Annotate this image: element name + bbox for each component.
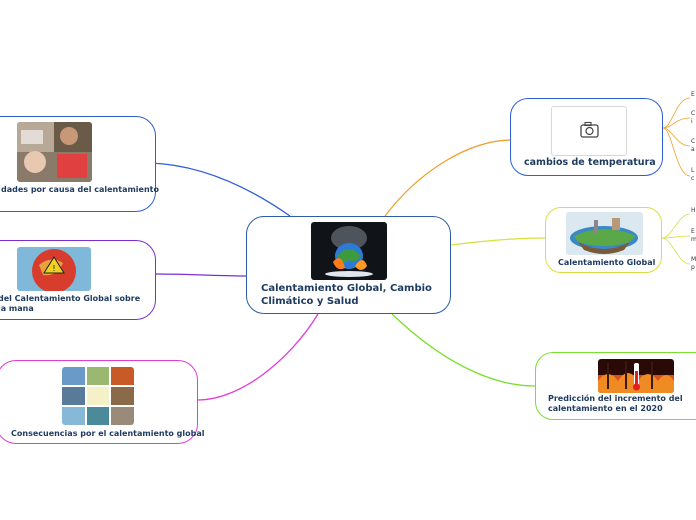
cg-leaf-3b: p: [691, 264, 695, 271]
cg-leaf-2b: m: [691, 236, 696, 243]
central-topic-node[interactable]: Calentamiento Global, Cambio Climático y…: [246, 216, 451, 314]
climate-collage-photo: [62, 367, 134, 425]
node-calentamiento-global-label: Calentamiento Global: [558, 258, 656, 267]
central-title: Calentamiento Global, Cambio Climático y…: [261, 283, 432, 307]
node-consecuencias-label: Consecuencias por el calentamiento globa…: [11, 429, 205, 438]
temp-leaf-1[interactable]: E: [691, 91, 695, 98]
cg-leaf-3[interactable]: M: [691, 256, 696, 263]
node-cambios-temperatura[interactable]: cambios de temperatura: [510, 98, 663, 176]
hot-globe-hazard-photo: !: [17, 247, 91, 291]
image-placeholder[interactable]: [551, 106, 627, 156]
temp-leaf-2[interactable]: C: [691, 110, 696, 117]
temp-leaf-4[interactable]: L: [691, 167, 695, 174]
connector-left1: [149, 162, 291, 217]
cg-leaf-2[interactable]: E: [691, 228, 695, 235]
node-consecuencias[interactable]: Consecuencias por el calentamiento globa…: [0, 360, 205, 444]
connector-right3: [391, 313, 536, 387]
node-efectos-label: del Calentamiento Global sobre la mana: [0, 294, 141, 313]
burning-earth-image: [311, 222, 387, 280]
node-prediccion[interactable]: Predicción del incremento del calentamie…: [535, 352, 696, 420]
node-prediccion-label: Predicción del incremento del calentamie…: [548, 394, 683, 413]
node-calentamiento-global[interactable]: Calentamiento Global: [545, 207, 662, 273]
connector-right2: [450, 237, 546, 246]
temp-leaf-3b: a: [691, 146, 695, 153]
sick-children-photo: [17, 122, 92, 182]
cg-leaf-1[interactable]: H: [691, 207, 696, 214]
temp-leaf-4b: c: [691, 175, 695, 182]
connector-left2: [154, 273, 248, 277]
melting-island-photo: [566, 212, 643, 255]
node-enfermedades-label: dades por causa del calentamiento: [1, 185, 159, 194]
forest-fire-thermometer-photo: [598, 359, 674, 393]
temp-leaf-3[interactable]: C: [691, 138, 696, 145]
camera-icon: [580, 121, 599, 138]
svg-text:!: !: [52, 264, 55, 273]
node-cambios-temperatura-label: cambios de temperatura: [524, 157, 656, 168]
node-efectos[interactable]: ! del Calentamiento Global sobre la mana: [0, 240, 156, 320]
connector-right1: [384, 139, 513, 217]
temp-leaf-2b: i: [691, 118, 693, 125]
node-enfermedades[interactable]: dades por causa del calentamiento: [0, 116, 159, 212]
connector-left3: [197, 313, 319, 401]
